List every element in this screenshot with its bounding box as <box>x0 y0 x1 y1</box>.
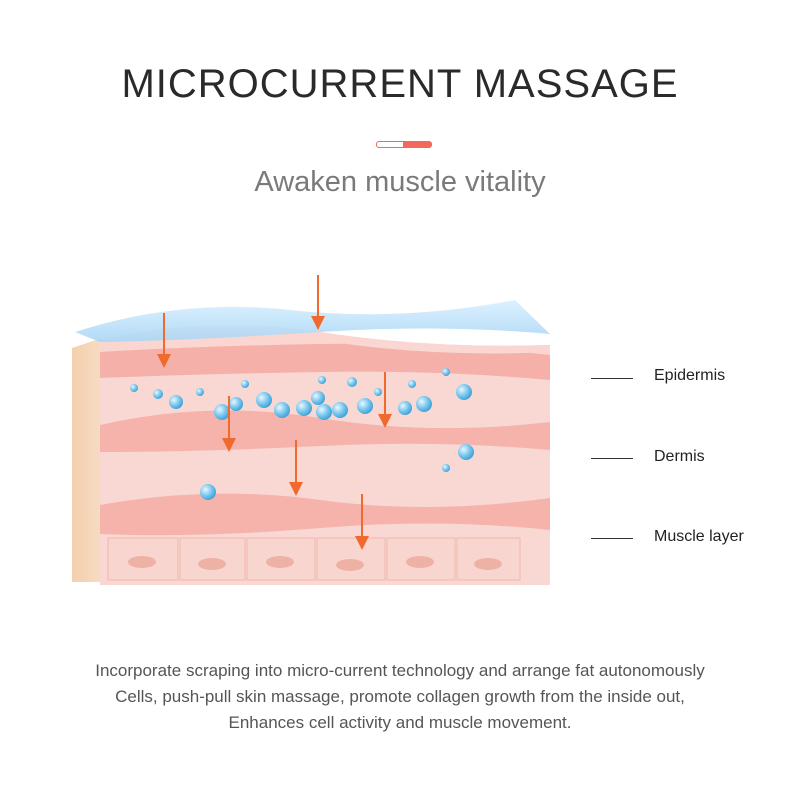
muscle-layer-label: Muscle layer <box>654 528 744 545</box>
description-text: Incorporate scraping into micro-current … <box>20 658 780 736</box>
muscle-band <box>100 493 550 536</box>
divider-outline-segment <box>376 141 404 148</box>
page-subtitle: Awaken muscle vitality <box>254 166 546 198</box>
muscle-cells <box>107 537 521 581</box>
dermis-band <box>100 410 550 452</box>
dermis-label: Dermis <box>654 448 705 465</box>
title-divider <box>376 141 432 148</box>
divider-filled-segment <box>403 141 432 148</box>
description-line-1: Incorporate scraping into micro-current … <box>95 661 705 680</box>
diagram-side-face <box>72 338 102 582</box>
microcurrent-arrows <box>157 275 392 550</box>
epidermis-label: Epidermis <box>654 367 726 384</box>
epidermis-leader-line <box>591 378 633 379</box>
muscle-layer-leader-line <box>591 538 633 539</box>
microcurrent-bubbles <box>130 368 474 500</box>
description-line-3: Enhances cell activity and muscle moveme… <box>228 713 572 732</box>
skin-layers-diagram <box>72 275 550 585</box>
page-title: MICROCURRENT MASSAGE <box>121 62 679 106</box>
dermis-leader-line <box>591 458 633 459</box>
surface-film <box>75 300 550 342</box>
description-line-2: Cells, push-pull skin massage, promote c… <box>115 687 685 706</box>
